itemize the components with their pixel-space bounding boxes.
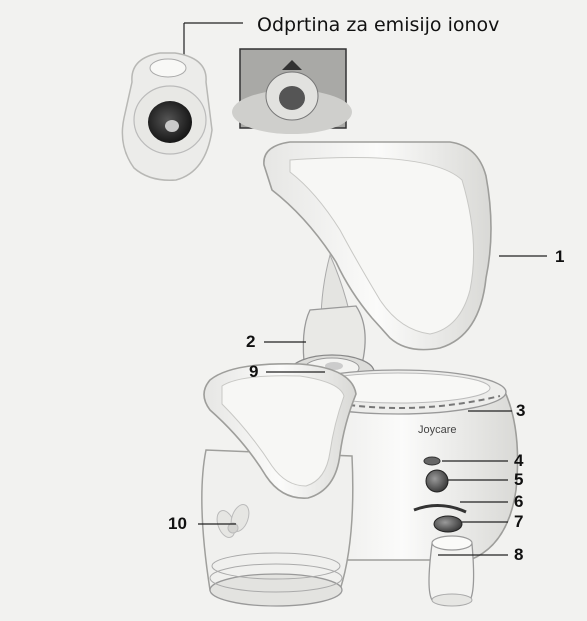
face-mask: [264, 142, 491, 350]
label-6: 6: [514, 493, 523, 510]
label-4: 4: [514, 452, 523, 469]
label-9: 9: [249, 363, 258, 380]
label-5: 5: [514, 471, 523, 488]
label-1: 1: [555, 248, 564, 265]
ion-callout-leader: [184, 23, 243, 55]
ion-outlet-photo: [232, 49, 352, 134]
label-10: 10: [168, 515, 187, 532]
label-3: 3: [516, 402, 525, 419]
brand-logo: Joycare: [418, 424, 457, 436]
label-2: 2: [246, 333, 255, 350]
label-8: 8: [514, 546, 523, 563]
label-7: 7: [514, 513, 523, 530]
inhaler-cup: [429, 536, 474, 606]
ion-outlet-title: Odprtina za emisijo ionov: [257, 14, 499, 36]
ion-outlet-part: [122, 53, 212, 180]
